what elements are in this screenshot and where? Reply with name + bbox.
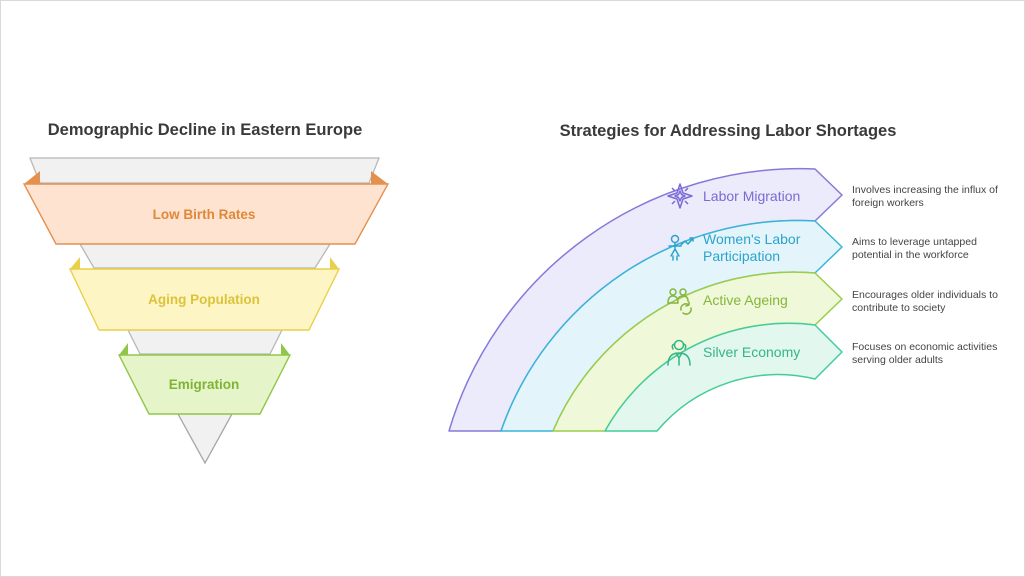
strategy-label-labor-migration: Labor Migration — [703, 188, 800, 204]
star-compass-icon — [667, 183, 693, 209]
strategy-label-womens-labor-line1: Women's Labor — [703, 231, 801, 247]
strategy-description: Focuses on economic activities — [852, 341, 997, 353]
strategy-description: potential in the workforce — [852, 249, 969, 261]
funnel-level-low-birth-rates: Low Birth Rates — [22, 171, 390, 245]
people-cycle-icon — [667, 288, 692, 315]
elder-person-icon — [667, 339, 691, 366]
funnel-backing — [29, 157, 380, 465]
funnel-level-aging-population: Aging Population — [68, 257, 341, 331]
strategy-description: foreign workers — [852, 197, 924, 209]
arc-silver-economy — [604, 322, 843, 432]
funnel-level-label: Emigration — [169, 377, 240, 392]
funnel-title: Demographic Decline in Eastern Europe — [48, 121, 363, 139]
strategy-label-active-ageing: Active Ageing — [703, 292, 788, 308]
strategy-description: Involves increasing the influx of — [852, 184, 998, 196]
strategy-description: serving older adults — [852, 354, 943, 366]
funnel-level-label: Aging Population — [148, 292, 260, 307]
strategy-description: Aims to leverage untapped — [852, 236, 977, 248]
strategy-descriptions: Involves increasing the influx of foreig… — [852, 184, 998, 366]
funnel-level-emigration: Emigration — [117, 343, 292, 415]
strategy-description: Encourages older individuals to — [852, 289, 998, 301]
strategy-description: contribute to society — [852, 302, 946, 314]
strategies-title: Strategies for Addressing Labor Shortage… — [560, 122, 897, 140]
woman-growth-icon — [668, 234, 694, 261]
strategy-label-silver-economy: Silver Economy — [703, 344, 800, 360]
strategy-label-womens-labor-line2: Participation — [703, 248, 780, 264]
strategy-labels: Labor Migration Women's Labor Participat… — [703, 188, 801, 360]
strategy-arcs — [448, 167, 843, 432]
funnel-level-label: Low Birth Rates — [153, 207, 256, 222]
